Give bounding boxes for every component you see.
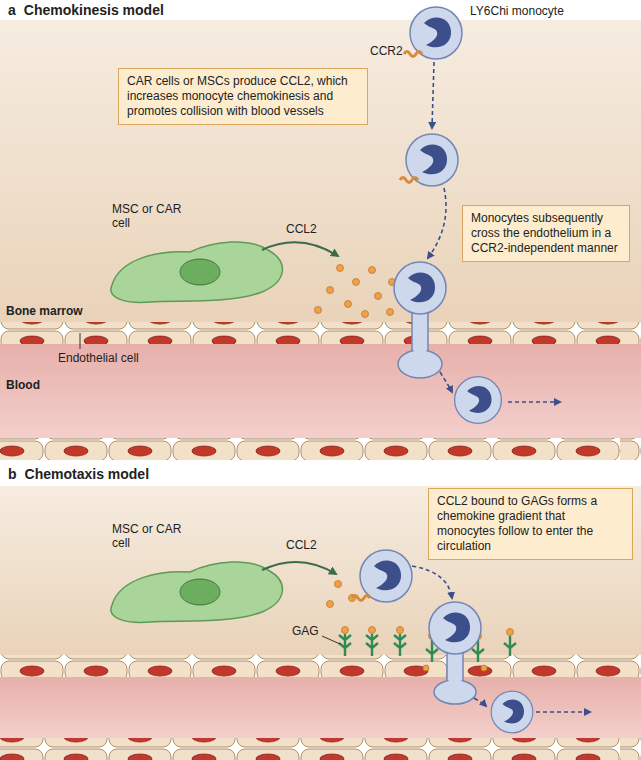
cell-label: MSC or CAR cell xyxy=(112,202,192,231)
panel-letter: a xyxy=(8,2,16,18)
panel-title: Chemokinesis model xyxy=(24,2,164,18)
callout-box: CAR cells or MSCs produce CCL2, which in… xyxy=(118,68,368,125)
receptor-label: CCR2 xyxy=(370,44,403,58)
callout-box: Monocytes subsequently cross the endothe… xyxy=(462,205,630,262)
gag-label: GAG xyxy=(292,624,319,638)
panel-letter: b xyxy=(8,466,17,482)
stromal-cell: MSC or CAR cell xyxy=(100,520,290,626)
cell-label: Endothelial cell xyxy=(58,351,139,365)
stromal-cell: MSC or CAR cell xyxy=(100,200,290,306)
panel-title: Chemotaxis model xyxy=(25,466,149,482)
callout-box: CCL2 bound to GAGs forms a chemokine gra… xyxy=(428,488,633,560)
monocyte-cell: LY6Chi monocyte xyxy=(408,2,608,64)
chemokine-label: CCL2 xyxy=(286,538,317,552)
callout-text: CCL2 bound to GAGs forms a chemokine gra… xyxy=(437,494,624,554)
cell-label: LY6Chi monocyte xyxy=(470,4,600,18)
callout-text: Monocytes subsequently cross the endothe… xyxy=(471,211,621,256)
callout-text: CAR cells or MSCs produce CCL2, which in… xyxy=(127,74,359,119)
region-label: Bone marrow xyxy=(6,304,83,318)
cell-label: MSC or CAR cell xyxy=(112,522,192,551)
region-label: Blood xyxy=(6,378,40,392)
chemokine-label: CCL2 xyxy=(286,222,317,236)
